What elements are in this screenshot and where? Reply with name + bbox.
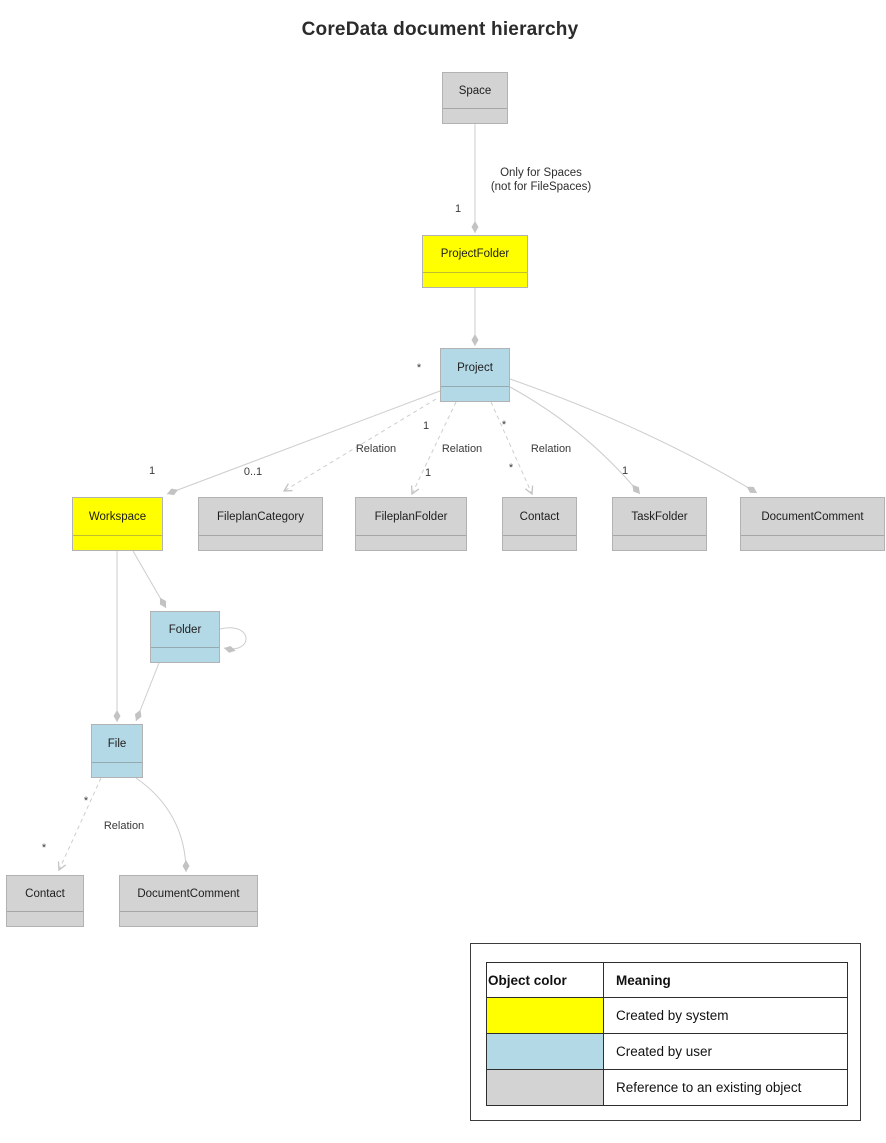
- edge-note-line2: (not for FileSpaces): [490, 181, 592, 193]
- legend-swatch-user: [486, 1033, 604, 1070]
- node-folder-attributes: [151, 648, 219, 661]
- node-workspace: Workspace: [72, 497, 163, 551]
- multiplicity-project-contact-sourceend: *: [501, 419, 507, 431]
- relation-label-fileplanfolder: Relation: [441, 443, 483, 455]
- node-project-label: Project: [441, 349, 509, 387]
- page-title: CoreData document hierarchy: [301, 19, 579, 40]
- legend-header-color: Object color: [486, 962, 604, 998]
- node-fileplancategory-attributes: [199, 536, 322, 549]
- node-project-attributes: [441, 387, 509, 400]
- node-taskfolder: TaskFolder: [612, 497, 707, 551]
- legend-header-row: Object color Meaning: [486, 962, 848, 998]
- node-documentcomment-top-label: DocumentComment: [741, 498, 884, 536]
- relation-label-file-contact: Relation: [103, 820, 145, 832]
- legend-row-system: Created by system: [486, 997, 848, 1034]
- node-documentcomment-bottom: DocumentComment: [119, 875, 258, 927]
- legend-meaning-reference: Reference to an existing object: [603, 1069, 848, 1106]
- node-space: Space: [442, 72, 508, 124]
- node-projectfolder: ProjectFolder: [422, 235, 528, 288]
- node-fileplanfolder: FileplanFolder: [355, 497, 467, 551]
- node-projectfolder-label: ProjectFolder: [423, 236, 527, 273]
- multiplicity-file-contact-sourceend: *: [83, 795, 89, 807]
- legend-swatch-system: [486, 997, 604, 1034]
- node-documentcomment-top-attributes: [741, 536, 884, 549]
- node-fileplancategory: FileplanCategory: [198, 497, 323, 551]
- legend-table: Object color Meaning Created by system C…: [486, 962, 848, 1106]
- edge-folder-file: [134, 662, 160, 722]
- node-workspace-label: Workspace: [73, 498, 162, 536]
- multiplicity-project-workspace-projectend: *: [416, 362, 422, 374]
- legend-swatch-reference: [486, 1069, 604, 1106]
- node-file-label: File: [92, 725, 142, 763]
- node-documentcomment-bottom-attributes: [120, 912, 257, 925]
- node-contact-bottom-attributes: [7, 912, 83, 925]
- node-documentcomment-bottom-label: DocumentComment: [120, 876, 257, 912]
- edge-folder-self: [219, 627, 247, 653]
- edge-note-line1: Only for Spaces: [500, 167, 582, 179]
- node-workspace-attributes: [73, 536, 162, 549]
- multiplicity-project-workspace-workspaceend: 1: [148, 465, 156, 477]
- node-file-attributes: [92, 763, 142, 776]
- legend-row-reference: Reference to an existing object: [486, 1069, 848, 1106]
- multiplicity-project-contact-targetend: *: [508, 462, 514, 474]
- edge-project-documentcomment: [509, 378, 758, 494]
- legend-header-meaning: Meaning: [603, 962, 848, 998]
- multiplicity-fileplanfolder-targetend: 1: [424, 467, 432, 479]
- legend-meaning-user: Created by user: [603, 1033, 848, 1070]
- edge-file-contact: [59, 777, 102, 870]
- node-contact-bottom: Contact: [6, 875, 84, 927]
- edge-project-contact: [490, 401, 532, 494]
- node-space-attributes: [443, 109, 507, 122]
- node-project: Project: [440, 348, 510, 402]
- multiplicity-fileplanfolder-sourceend: 1: [422, 420, 430, 432]
- legend-row-user: Created by user: [486, 1033, 848, 1070]
- node-documentcomment-top: DocumentComment: [740, 497, 885, 551]
- node-fileplancategory-label: FileplanCategory: [199, 498, 322, 536]
- node-taskfolder-attributes: [613, 536, 706, 549]
- node-fileplanfolder-label: FileplanFolder: [356, 498, 466, 536]
- edge-project-workspace: [166, 390, 441, 496]
- multiplicity-fileplancategory: 0..1: [243, 466, 263, 478]
- node-contact-bottom-label: Contact: [7, 876, 83, 912]
- edge-workspace-folder: [132, 550, 167, 609]
- node-folder: Folder: [150, 611, 220, 663]
- node-file: File: [91, 724, 143, 778]
- node-folder-label: Folder: [151, 612, 219, 648]
- node-taskfolder-label: TaskFolder: [613, 498, 706, 536]
- node-contact-top-label: Contact: [503, 498, 576, 536]
- node-fileplanfolder-attributes: [356, 536, 466, 549]
- relation-label-fileplancategory: Relation: [355, 443, 397, 455]
- edge-project-taskfolder: [509, 386, 641, 495]
- node-space-label: Space: [443, 73, 507, 109]
- node-contact-top-attributes: [503, 536, 576, 549]
- multiplicity-file-contact-targetend: *: [41, 842, 47, 854]
- multiplicity-space: 1: [454, 203, 462, 215]
- legend-meaning-system: Created by system: [603, 997, 848, 1034]
- edge-note: Only for Spaces (not for FileSpaces): [491, 166, 591, 194]
- legend: Object color Meaning Created by system C…: [470, 943, 861, 1121]
- relation-label-project-contact: Relation: [530, 443, 572, 455]
- node-projectfolder-attributes: [423, 273, 527, 286]
- node-contact-top: Contact: [502, 497, 577, 551]
- multiplicity-taskfolder: 1: [621, 465, 629, 477]
